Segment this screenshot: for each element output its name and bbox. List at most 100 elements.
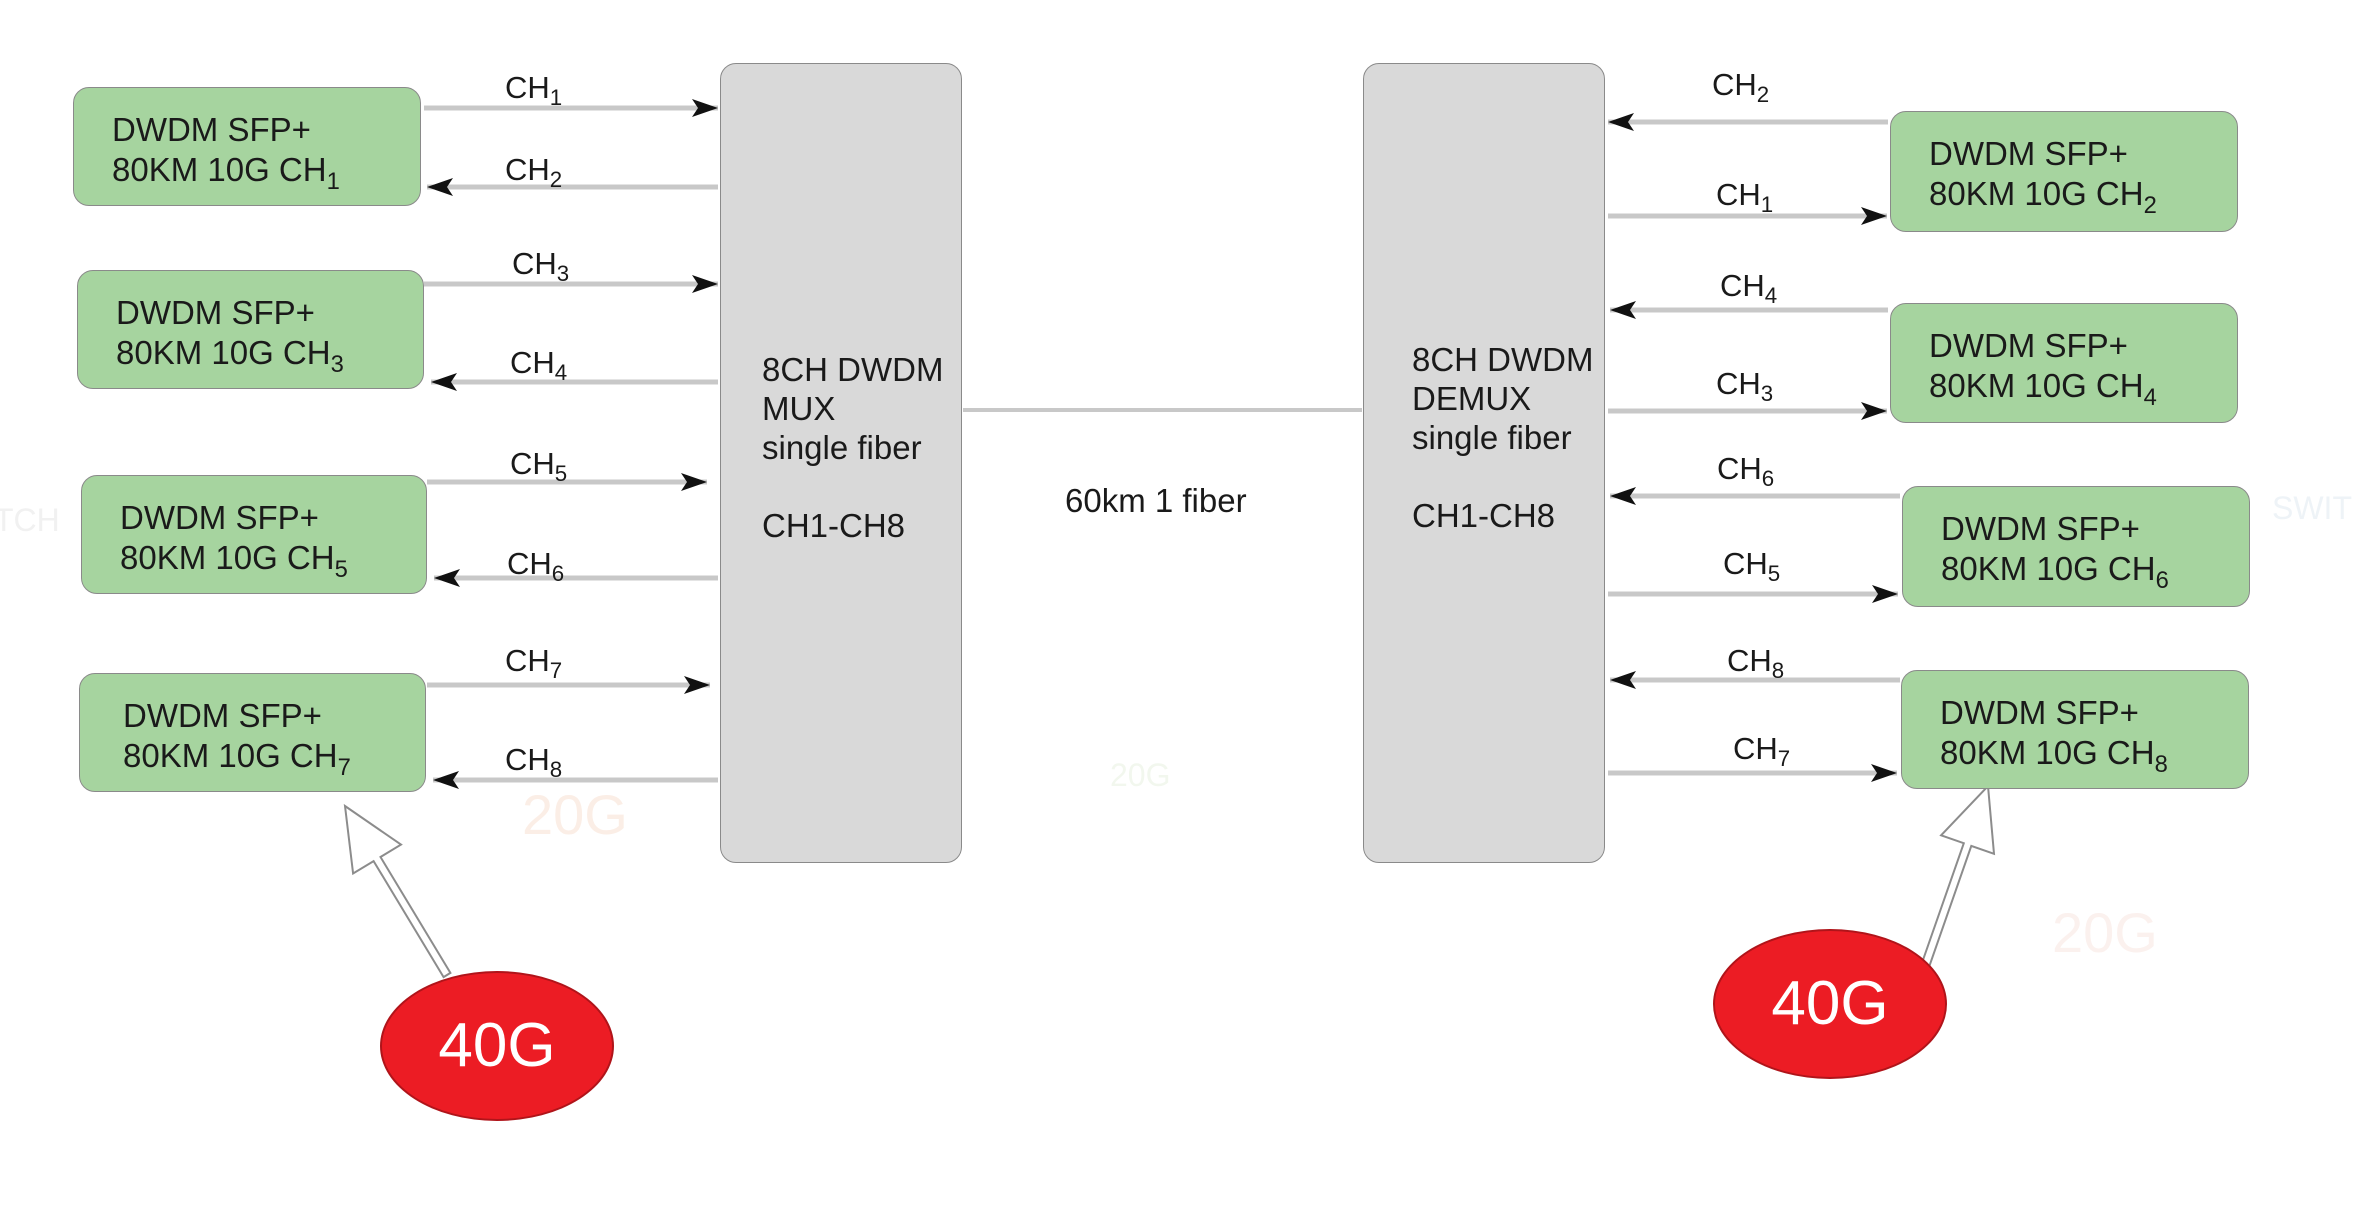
module-type: DWDM SFP+ bbox=[116, 294, 315, 331]
module-spec: 80KM 10G CH6 bbox=[1941, 550, 2169, 594]
watermark: 20G bbox=[1110, 757, 1171, 793]
arrowhead bbox=[433, 771, 459, 789]
demux-label-line: single fiber bbox=[1412, 419, 1572, 456]
mux-unit bbox=[720, 63, 962, 863]
pointer-arrow-left bbox=[343, 803, 452, 979]
wire-ch4-to-demux bbox=[1610, 301, 1888, 319]
arrowhead bbox=[1861, 402, 1887, 420]
wire-ch7-to-mux bbox=[427, 676, 710, 694]
arrowhead bbox=[692, 275, 718, 293]
arrowhead bbox=[434, 569, 460, 587]
demux-unit bbox=[1363, 63, 1605, 863]
capacity-badge-right: 40G bbox=[1713, 929, 1947, 1079]
wire-ch2-to-demux bbox=[1608, 113, 1888, 131]
wire-ch4-from-mux bbox=[431, 373, 718, 391]
channel-label: CH3 bbox=[1716, 366, 1774, 407]
demux-label-line: DEMUX bbox=[1412, 380, 1532, 417]
arrowhead bbox=[431, 373, 457, 391]
demux-label-line bbox=[1412, 457, 1593, 496]
wire-ch7-from-demux bbox=[1608, 764, 1897, 782]
watermark: SWIT bbox=[2272, 490, 2352, 526]
channel-label: CH4 bbox=[1720, 268, 1778, 309]
wire-ch5-from-demux bbox=[1608, 585, 1898, 603]
channel-label: CH7 bbox=[1733, 731, 1791, 772]
arrowhead bbox=[692, 99, 718, 117]
arrowhead bbox=[681, 473, 707, 491]
arrowhead bbox=[1871, 764, 1897, 782]
module-type: DWDM SFP+ bbox=[1929, 135, 2128, 172]
module-type: DWDM SFP+ bbox=[112, 111, 311, 148]
arrowhead bbox=[1608, 113, 1634, 131]
left-module-ch7: DWDM SFP+ 80KM 10G CH7 bbox=[79, 673, 426, 792]
wire-ch5-to-mux bbox=[427, 473, 707, 491]
arrowhead bbox=[427, 178, 453, 196]
module-spec: 80KM 10G CH2 bbox=[1929, 175, 2157, 219]
channel-label: CH6 bbox=[507, 546, 565, 587]
wire-ch2-from-mux bbox=[427, 178, 718, 196]
channel-label: CH2 bbox=[505, 152, 563, 193]
wire-ch8-to-demux bbox=[1610, 671, 1900, 689]
right-module-ch4: DWDM SFP+ 80KM 10G CH4 bbox=[1890, 303, 2238, 423]
pointer-group bbox=[343, 783, 1996, 979]
mux-label-line: single fiber bbox=[762, 429, 922, 466]
channel-label: CH8 bbox=[505, 742, 563, 783]
channel-label: CH6 bbox=[1717, 451, 1775, 492]
wire-ch1-to-mux bbox=[424, 99, 718, 117]
channel-label: CH2 bbox=[1712, 67, 1770, 108]
right-module-ch2: DWDM SFP+ 80KM 10G CH2 bbox=[1890, 111, 2238, 232]
module-type: DWDM SFP+ bbox=[1940, 694, 2139, 731]
channel-label: CH8 bbox=[1727, 643, 1785, 684]
mux-label-line bbox=[762, 467, 943, 506]
mux-label: 8CH DWDM MUX single fiber CH1-CH8 bbox=[762, 350, 943, 545]
wire-group bbox=[424, 99, 1900, 789]
module-spec: 80KM 10G CH1 bbox=[112, 151, 340, 195]
left-module-ch3: DWDM SFP+ 80KM 10G CH3 bbox=[77, 270, 424, 389]
demux-label-line: CH1-CH8 bbox=[1412, 497, 1556, 534]
channel-label: CH1 bbox=[1716, 177, 1774, 218]
pointer-arrow-right bbox=[1916, 783, 1996, 978]
wire-ch6-from-mux bbox=[434, 569, 718, 587]
channel-label: CH5 bbox=[510, 446, 568, 487]
channel-label: CH7 bbox=[505, 643, 563, 684]
wire-ch6-to-demux bbox=[1610, 487, 1900, 505]
module-spec: 80KM 10G CH3 bbox=[116, 334, 344, 378]
mux-label-line: CH1-CH8 bbox=[762, 507, 906, 544]
left-module-ch5: DWDM SFP+ 80KM 10G CH5 bbox=[81, 475, 427, 594]
wire-ch3-from-demux bbox=[1608, 402, 1887, 420]
right-module-ch8: DWDM SFP+ 80KM 10G CH8 bbox=[1901, 670, 2249, 789]
right-module-ch6: DWDM SFP+ 80KM 10G CH6 bbox=[1902, 486, 2250, 607]
capacity-badge-left: 40G bbox=[380, 971, 614, 1121]
arrowhead bbox=[1610, 301, 1636, 319]
module-spec: 80KM 10G CH8 bbox=[1940, 734, 2168, 778]
wire-ch1-from-demux bbox=[1608, 207, 1887, 225]
arrowhead bbox=[1610, 487, 1636, 505]
mux-label-line: 8CH DWDM bbox=[762, 351, 944, 388]
arrowhead bbox=[1861, 207, 1887, 225]
wire-ch8-from-mux bbox=[433, 771, 718, 789]
module-spec: 80KM 10G CH5 bbox=[120, 539, 348, 583]
module-spec: 80KM 10G CH7 bbox=[123, 737, 351, 781]
demux-label-line: 8CH DWDM bbox=[1412, 341, 1594, 378]
channel-label: CH1 bbox=[505, 70, 563, 111]
module-type: DWDM SFP+ bbox=[1929, 327, 2128, 364]
watermark: 20G bbox=[522, 783, 628, 846]
arrowhead bbox=[684, 676, 710, 694]
module-type: DWDM SFP+ bbox=[123, 697, 322, 734]
left-module-ch1: DWDM SFP+ 80KM 10G CH1 bbox=[73, 87, 421, 206]
channel-label: CH5 bbox=[1723, 546, 1781, 587]
module-type: DWDM SFP+ bbox=[1941, 510, 2140, 547]
arrowhead bbox=[1610, 671, 1636, 689]
channel-label: CH4 bbox=[510, 345, 568, 386]
arrowhead bbox=[1872, 585, 1898, 603]
mux-label-line: MUX bbox=[762, 390, 836, 427]
demux-label: 8CH DWDM DEMUX single fiber CH1-CH8 bbox=[1412, 340, 1593, 535]
watermark: TCH bbox=[0, 502, 60, 538]
module-spec: 80KM 10G CH4 bbox=[1929, 367, 2157, 411]
module-type: DWDM SFP+ bbox=[120, 499, 319, 536]
channel-label: CH3 bbox=[512, 246, 570, 287]
wire-ch3-to-mux bbox=[424, 275, 718, 293]
link-label: 60km 1 fiber bbox=[1065, 482, 1247, 519]
watermark: 20G bbox=[2052, 901, 2158, 964]
